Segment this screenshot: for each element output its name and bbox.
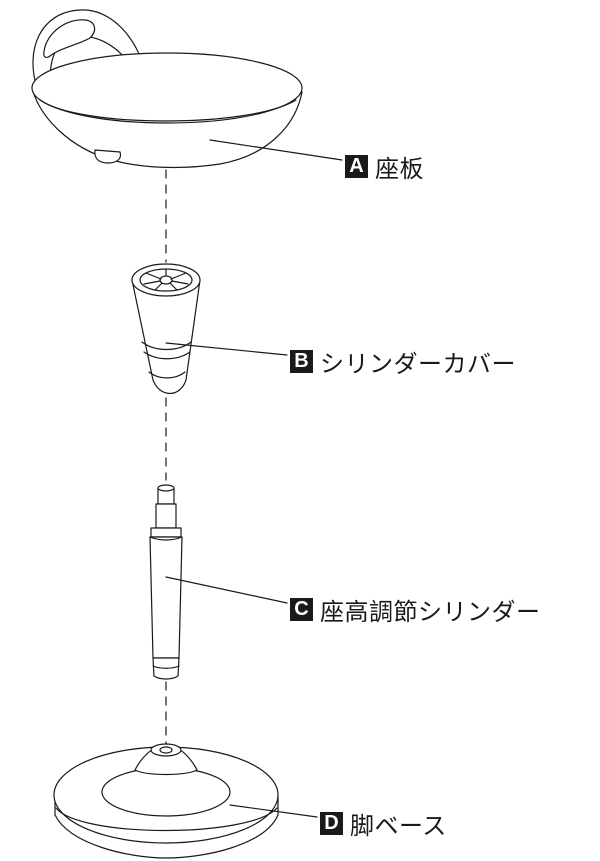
leader-line-b [165,342,288,356]
part-letter-badge-a: A [345,155,368,178]
part-label-a: A 座板 [345,149,424,184]
part-name-b: シリンダーカバー [320,350,516,378]
part-letter-badge-d: D [320,812,343,835]
part-name-a: 座板 [375,155,424,183]
leader-line-a [209,139,343,161]
part-letter-badge-c: C [290,598,313,621]
part-name-c: 座高調節シリンダー [320,598,541,626]
leader-line-c [165,576,288,604]
leg-base-part [53,743,279,859]
seat-part [31,9,303,169]
part-label-c: C 座高調節シリンダー [290,592,541,627]
cylinder-cover-part [131,263,201,395]
part-letter-badge-b: B [290,350,313,373]
height-cylinder-part [149,484,183,680]
leader-lines [165,139,343,818]
leader-line-d [229,804,318,818]
part-label-d: D 脚ベース [320,806,447,841]
part-name-d: 脚ベース [350,812,447,840]
part-label-b: B シリンダーカバー [290,344,516,379]
